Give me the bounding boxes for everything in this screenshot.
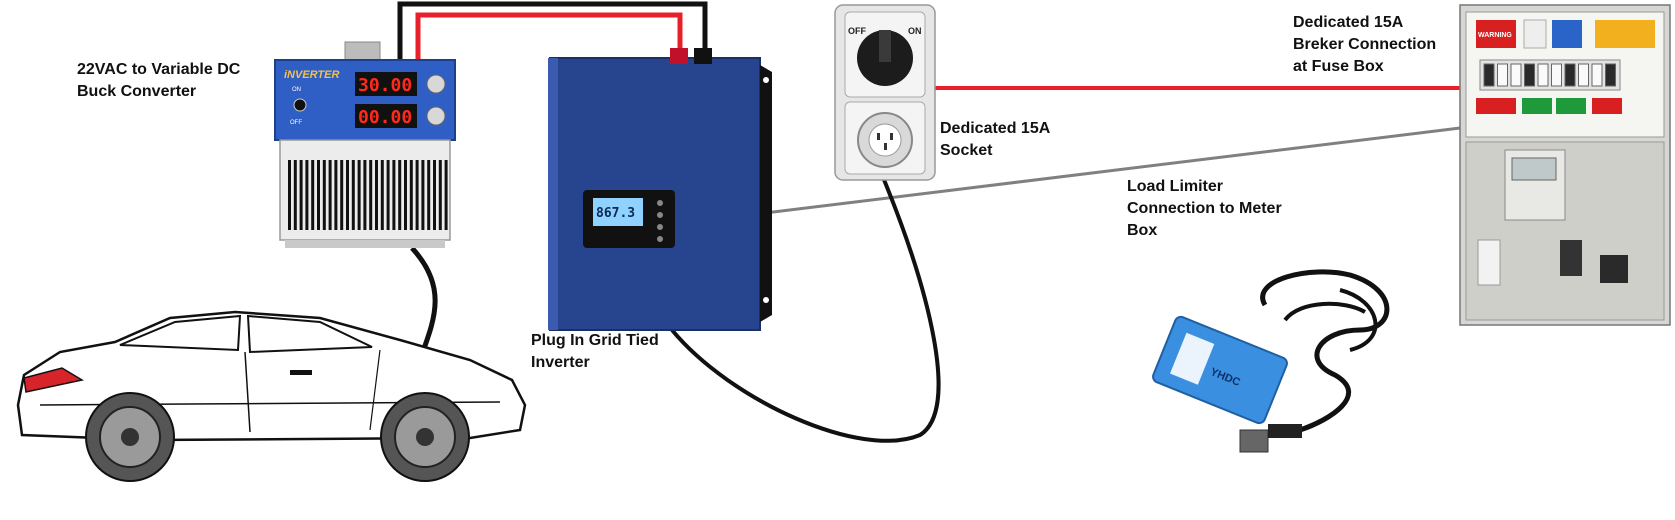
fuse-box-icon: WARNING: [1459, 4, 1671, 326]
vent-slot: [380, 160, 384, 230]
breaker-switch: [1578, 63, 1589, 87]
gray-wire-inverter-to-meter: [764, 126, 1461, 215]
converter-brand-text: iNVERTER: [284, 69, 339, 81]
vent-slot: [346, 160, 349, 230]
wires: [397, 1, 1461, 443]
breaker-switch: [1510, 63, 1522, 87]
converter-voltage-knob-icon: [426, 74, 446, 94]
breaker-label-line-1: Dedicated 15A: [1293, 14, 1404, 31]
vent-slot: [293, 160, 297, 230]
grid-tied-inverter-icon: 867.3: [548, 48, 772, 331]
red-wire-converter-to-inverter: [415, 12, 683, 70]
vent-slot: [433, 160, 436, 230]
vent-slot: [334, 160, 338, 230]
breaker-label: Dedicated 15A Breker Connection at Fuse …: [1293, 12, 1436, 78]
breaker-switch: [1551, 63, 1562, 87]
converter-current-display: 00.00: [358, 107, 412, 128]
socket-label-line-1: Dedicated 15A: [940, 120, 1051, 137]
vent-slot: [299, 160, 303, 230]
car-icon: [16, 310, 527, 482]
vent-slot: [340, 160, 344, 230]
vent-slot: [415, 160, 419, 230]
breaker-switch: [1497, 63, 1508, 87]
vent-slot: [444, 160, 448, 230]
inverter-label: Plug In Grid Tied Inverter: [531, 330, 659, 374]
vent-slot: [363, 160, 367, 230]
black-wire-converter-to-inverter: [397, 1, 708, 70]
vent-slot: [404, 160, 407, 230]
vent-slot: [438, 160, 442, 230]
breaker-switch: [1524, 63, 1535, 87]
fusebox-breakers: [1483, 63, 1616, 87]
vent-slot: [398, 160, 402, 230]
converter-label: 22VAC to Variable DC Buck Converter: [77, 59, 240, 103]
vent-slot: [409, 160, 413, 230]
converter-power-switch-icon: [293, 98, 307, 112]
current-clamp-sensor-icon: YHDC: [1152, 269, 1390, 453]
converter-voltage-display: 30.00: [358, 75, 412, 96]
vent-slot: [427, 160, 431, 230]
limiter-label: Load Limiter Connection to Meter Box: [1127, 176, 1282, 242]
vent-slot: [311, 160, 315, 230]
limiter-label-line-1: Load Limiter: [1127, 178, 1224, 195]
vent-slot: [305, 160, 309, 230]
socket-label-line-2: Socket: [940, 142, 993, 159]
breaker-label-line-2: Breker Connection: [1293, 36, 1437, 53]
breaker-switch: [1605, 63, 1616, 87]
vent-slot: [421, 160, 425, 230]
vent-slot: [375, 160, 378, 230]
breaker-label-line-3: at Fuse Box: [1293, 58, 1384, 75]
fusebox-warning-label: WARNING: [1478, 32, 1512, 39]
vent-slot: [369, 160, 373, 230]
vent-slot: [392, 160, 396, 230]
socket-label: Dedicated 15A Socket: [940, 118, 1050, 162]
wall-socket-icon: OFF ON: [834, 4, 936, 181]
vent-slot: [317, 160, 320, 230]
converter-label-line-1: 22VAC to Variable DC: [77, 61, 241, 78]
breaker-switch: [1537, 63, 1549, 87]
limiter-label-line-2: Connection to Meter: [1127, 200, 1282, 217]
vent-slot: [288, 160, 291, 230]
vent-slot: [386, 160, 390, 230]
inverter-label-line-1: Plug In Grid Tied: [531, 332, 659, 349]
inverter-lcd-readout: 867.3: [596, 206, 635, 221]
breaker-switch: [1564, 63, 1576, 87]
converter-current-knob-icon: [426, 106, 446, 126]
buck-converter-icon: iNVERTER ON OFF 30.00 00.00: [274, 41, 456, 248]
vent-slot: [322, 160, 326, 230]
black-cable-inverter-to-socket: [670, 169, 941, 443]
vent-slot: [351, 160, 355, 230]
converter-switch-on-label: ON: [292, 87, 301, 93]
breaker-switch: [1483, 63, 1495, 87]
inverter-label-line-2: Inverter: [531, 354, 590, 371]
converter-switch-off-label: OFF: [290, 120, 302, 126]
converter-label-line-2: Buck Converter: [77, 83, 197, 100]
converter-vent-slots: [288, 160, 448, 230]
socket-off-label: OFF: [848, 26, 866, 36]
breaker-switch: [1591, 63, 1603, 87]
limiter-label-line-3: Box: [1127, 222, 1158, 239]
vent-slot: [357, 160, 361, 230]
socket-on-label: ON: [908, 26, 922, 36]
vent-slot: [328, 160, 332, 230]
